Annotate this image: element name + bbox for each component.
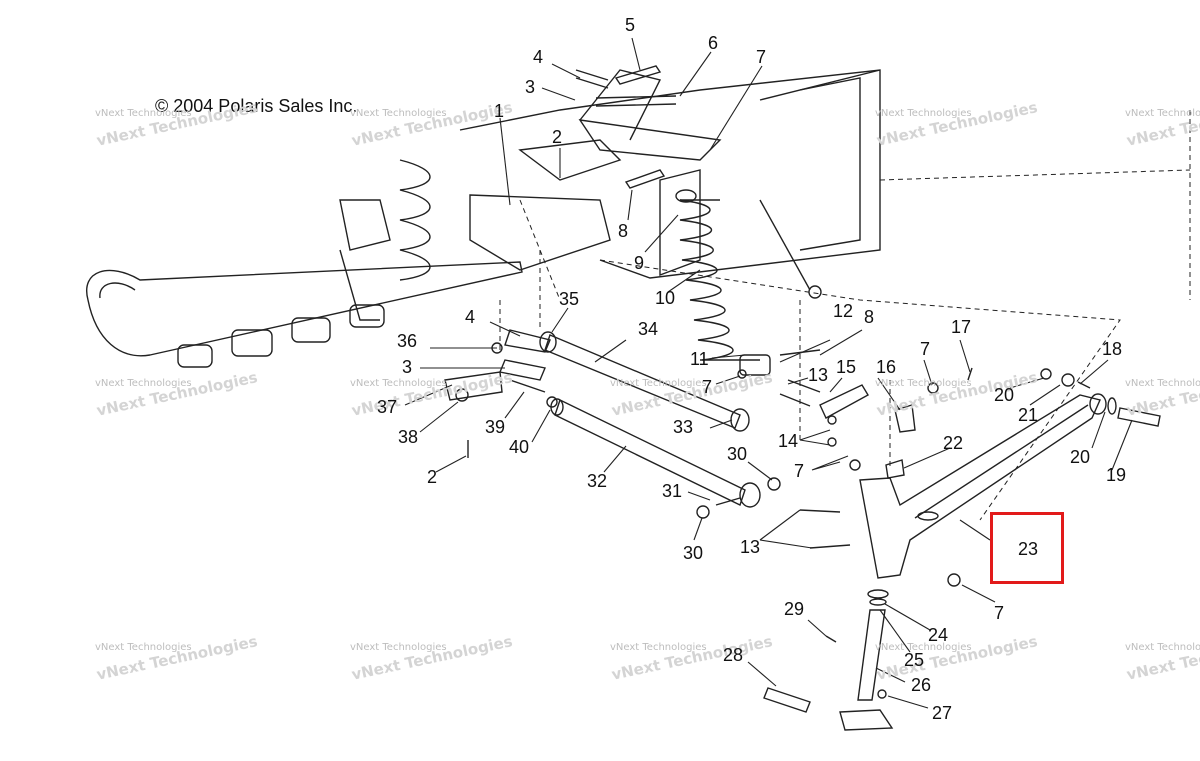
callout-39[interactable]: 39 <box>485 417 506 437</box>
callout-7[interactable]: 7 <box>994 603 1005 623</box>
callout-2[interactable]: 2 <box>552 127 563 147</box>
highlight-box-part-23 <box>990 512 1064 584</box>
callout-28[interactable]: 28 <box>723 645 744 665</box>
callout-3[interactable]: 3 <box>525 77 536 97</box>
chassis-outline <box>499 110 1191 521</box>
callout-11[interactable]: 11 <box>690 349 709 369</box>
leader-lines <box>404 37 1133 709</box>
callout-20[interactable]: 20 <box>994 385 1015 405</box>
callout-1[interactable]: 1 <box>494 101 505 121</box>
callout-6[interactable]: 6 <box>708 33 719 53</box>
callout-37[interactable]: 37 <box>377 397 398 417</box>
callout-40[interactable]: 40 <box>509 437 530 457</box>
callout-36[interactable]: 36 <box>397 331 418 351</box>
spindle-trailing-arm <box>859 368 1161 579</box>
bulkhead-frame <box>459 69 881 279</box>
top-bolts <box>575 65 677 189</box>
callout-30[interactable]: 30 <box>683 543 704 563</box>
callout-14[interactable]: 14 <box>778 431 799 451</box>
center-shock <box>675 189 771 376</box>
callout-7[interactable]: 7 <box>794 461 805 481</box>
callout-7[interactable]: 7 <box>702 377 713 397</box>
callout-12[interactable]: 12 <box>833 301 854 321</box>
callout-24[interactable]: 24 <box>928 625 949 645</box>
callout-16[interactable]: 16 <box>876 357 897 377</box>
callout-10[interactable]: 10 <box>655 288 676 308</box>
callout-23[interactable]: 23 <box>1018 539 1039 559</box>
callout-19[interactable]: 19 <box>1106 465 1127 485</box>
callout-4[interactable]: 4 <box>465 307 476 327</box>
callout-4[interactable]: 4 <box>533 47 544 67</box>
callout-2[interactable]: 2 <box>427 467 438 487</box>
callout-17[interactable]: 17 <box>951 317 972 337</box>
callout-15[interactable]: 15 <box>836 357 857 377</box>
callout-25[interactable]: 25 <box>904 650 925 670</box>
callout-3[interactable]: 3 <box>402 357 413 377</box>
callout-29[interactable]: 29 <box>784 599 805 619</box>
callout-5[interactable]: 5 <box>625 15 636 35</box>
callout-7[interactable]: 7 <box>920 339 931 359</box>
callout-30[interactable]: 30 <box>727 444 748 464</box>
ski <box>86 261 523 368</box>
copyright-notice: © 2004 Polaris Sales Inc. <box>155 96 358 116</box>
callout-35[interactable]: 35 <box>559 289 580 309</box>
upper-a-arm <box>578 69 822 299</box>
misc-fasteners <box>467 349 973 587</box>
callout-27[interactable]: 27 <box>932 703 953 723</box>
callout-32[interactable]: 32 <box>587 471 608 491</box>
callout-20[interactable]: 20 <box>1070 447 1091 467</box>
callout-13[interactable]: 13 <box>808 365 829 385</box>
callout-38[interactable]: 38 <box>398 427 419 447</box>
callout-8[interactable]: 8 <box>618 221 629 241</box>
callout-18[interactable]: 18 <box>1102 339 1123 359</box>
callout-9[interactable]: 9 <box>634 253 645 273</box>
left-shock-assembly <box>339 159 431 321</box>
callout-22[interactable]: 22 <box>943 433 964 453</box>
callout-33[interactable]: 33 <box>673 417 694 437</box>
callout-26[interactable]: 26 <box>911 675 932 695</box>
callout-13[interactable]: 13 <box>740 537 761 557</box>
callout-21[interactable]: 21 <box>1018 405 1039 425</box>
callout-31[interactable]: 31 <box>662 481 683 501</box>
callout-34[interactable]: 34 <box>638 319 659 339</box>
callout-7[interactable]: 7 <box>756 47 767 67</box>
callout-8[interactable]: 8 <box>864 307 875 327</box>
